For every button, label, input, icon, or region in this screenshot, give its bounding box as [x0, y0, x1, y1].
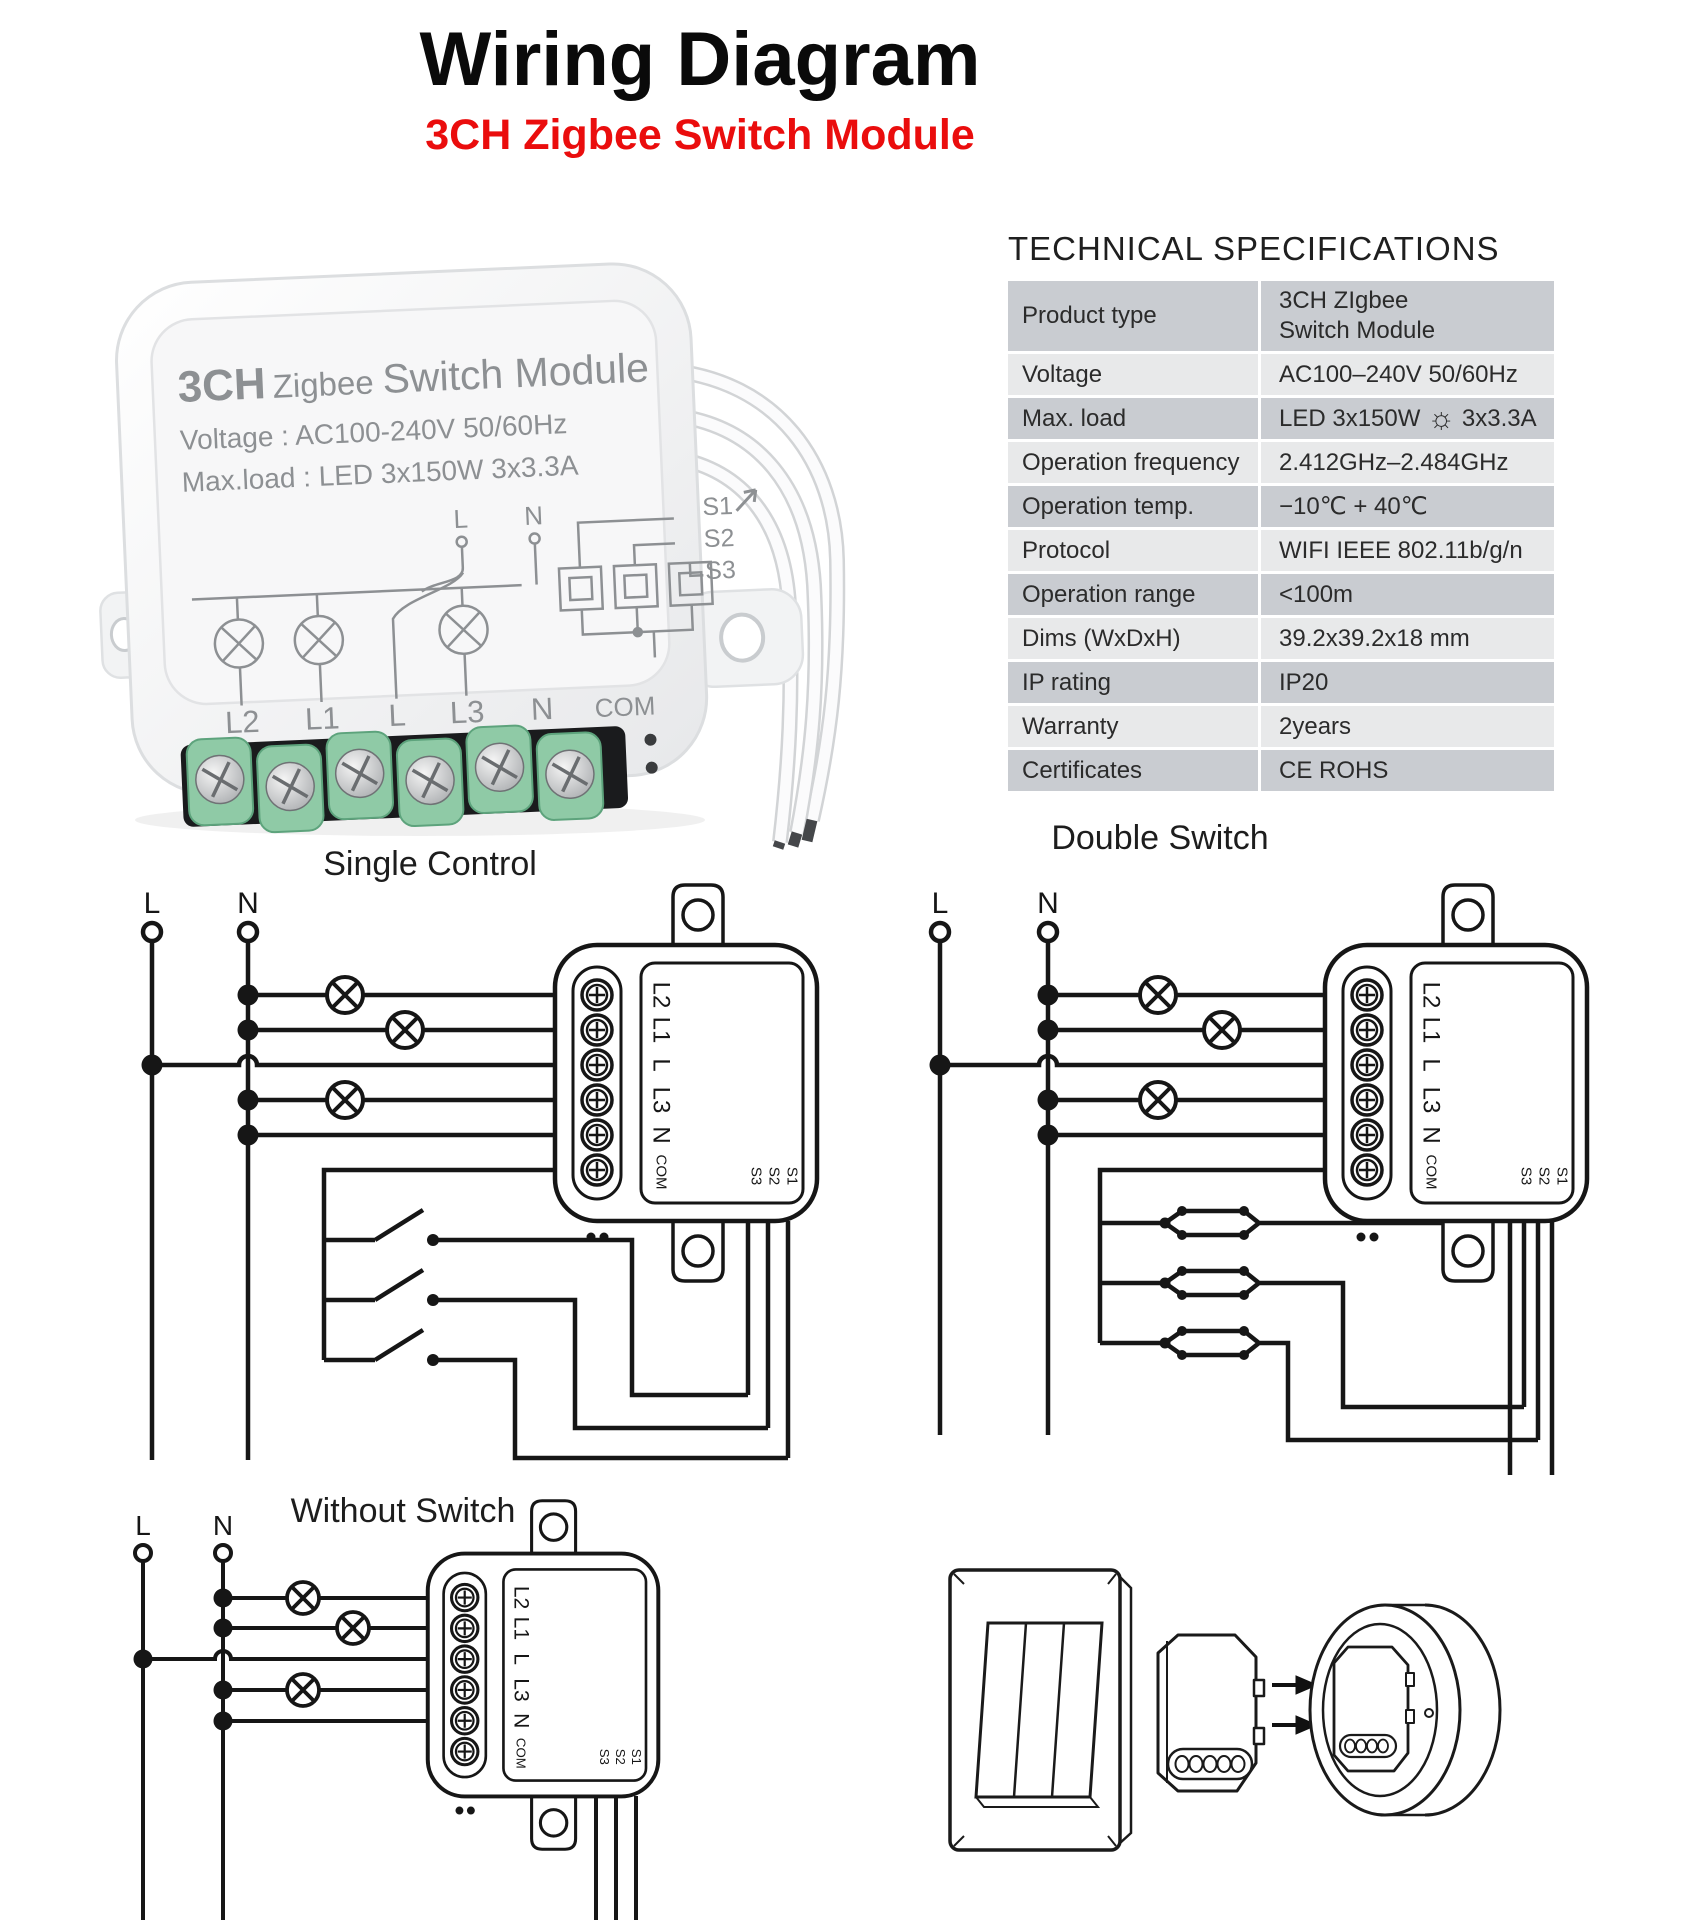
spec-value: <100m — [1279, 580, 1354, 608]
spec-row: Operation range <100m — [1008, 574, 1554, 618]
double-switch-diagram: L N — [928, 883, 1620, 1475]
mounting-hole — [719, 612, 766, 663]
spec-row: Protocol WIFI IEEE 802.11b/g/n — [1008, 530, 1554, 574]
spec-row: Dims (WxDxH) 39.2x39.2x18 mm — [1008, 618, 1554, 662]
face-print-schematic — [191, 488, 758, 706]
spec-label: Warranty — [1008, 706, 1261, 747]
spec-label: Operation temp. — [1008, 486, 1261, 527]
spec-label: Protocol — [1008, 530, 1261, 571]
header: Wiring Diagram 3CH Zigbee Switch Module — [0, 16, 1400, 160]
spec-label: Operation frequency — [1008, 442, 1261, 483]
svg-text:S3: S3 — [705, 556, 737, 585]
spec-value: 2.412GHz–2.484GHz — [1279, 448, 1509, 476]
spec-value: 3CH ZIgbee Switch Module — [1279, 287, 1436, 344]
spec-value: WIFI IEEE 802.11b/g/n — [1279, 536, 1523, 564]
svg-text:N: N — [237, 887, 259, 920]
junction-dots — [141, 984, 439, 1366]
svg-text:N: N — [524, 500, 544, 531]
module-3d-drawing — [1156, 1633, 1266, 1793]
spec-label: Certificates — [1008, 750, 1261, 791]
page-subtitle: 3CH Zigbee Switch Module — [425, 111, 975, 159]
lamp-icons — [325, 975, 425, 1120]
without-switch-diagram: L N — [133, 1498, 661, 1920]
spec-label: Voltage — [1008, 354, 1261, 395]
spec-row: Product type 3CH ZIgbee Switch Module — [1008, 281, 1554, 354]
spec-label: Max. load — [1008, 398, 1261, 439]
spec-row: Warranty 2years — [1008, 706, 1554, 750]
spec-label: Operation range — [1008, 574, 1261, 615]
single-control-diagram: L N — [140, 883, 830, 1461]
junction-dots — [133, 1588, 233, 1731]
svg-text:S1: S1 — [702, 492, 734, 521]
without-switch-title: Without Switch — [290, 1492, 516, 1530]
svg-text:N: N — [1037, 887, 1059, 920]
svg-text:L3: L3 — [449, 694, 485, 730]
specs-heading: TECHNICAL SPECIFICATIONS — [1008, 230, 1500, 267]
spec-value: 39.2x39.2x18 mm — [1279, 624, 1470, 652]
mounting-box-drawing — [1308, 1603, 1502, 1817]
svg-text:N: N — [530, 691, 554, 727]
installation-illustration — [948, 1568, 1502, 1852]
svg-text:N: N — [213, 1510, 233, 1541]
spec-row: Voltage AC100–240V 50/60Hz — [1008, 354, 1554, 398]
spec-row: IP rating IP20 — [1008, 662, 1554, 706]
svg-text:S2: S2 — [703, 524, 735, 553]
spec-label: Dims (WxDxH) — [1008, 618, 1261, 659]
spec-value: −10℃ + 40℃ — [1279, 492, 1428, 520]
spec-row: Operation temp. −10℃ + 40℃ — [1008, 486, 1554, 530]
spec-label: Product type — [1008, 281, 1261, 351]
line-labels: L N — [144, 887, 259, 920]
lamp-icons — [285, 1580, 371, 1708]
svg-text:L: L — [135, 1510, 151, 1541]
wall-switch-drawing — [948, 1568, 1133, 1852]
spec-value: 2years — [1279, 712, 1352, 740]
spec-value: CE ROHS — [1279, 756, 1389, 784]
svg-text:L: L — [388, 697, 407, 733]
spec-row: Operation frequency 2.412GHz–2.484GHz — [1008, 442, 1554, 486]
svg-text:L: L — [932, 887, 949, 920]
face-print-labels: L N S1 S2 S3 L2 L1 L L3 N COM — [224, 492, 737, 740]
lamp-icons — [1138, 975, 1242, 1120]
svg-text:L2: L2 — [224, 704, 260, 740]
wiring-lines — [928, 920, 1555, 1475]
spec-row: Max. load LED 3x150W☼3x3.3A — [1008, 398, 1554, 442]
junction-dots — [929, 984, 1249, 1360]
terminal-strip — [180, 724, 658, 834]
module-face — [150, 299, 671, 706]
double-switch-title: Double Switch — [1051, 819, 1269, 857]
line-labels: L N — [932, 887, 1059, 920]
svg-text:L: L — [453, 503, 469, 534]
terminal-screws — [195, 742, 595, 812]
brightness-icon: ☼ — [1427, 401, 1455, 435]
arrow-right-icon — [1272, 1675, 1319, 1735]
module-in-box-drawing — [1332, 1645, 1415, 1773]
spec-label: IP rating — [1008, 662, 1261, 703]
svg-text:L: L — [144, 887, 161, 920]
svg-text:L1: L1 — [304, 700, 340, 736]
spec-value: AC100–240V 50/60Hz — [1279, 360, 1518, 388]
spec-value: LED 3x150W☼3x3.3A — [1279, 401, 1537, 435]
single-control-title: Single Control — [323, 845, 537, 883]
line-labels: L N — [135, 1510, 233, 1541]
svg-text:COM: COM — [594, 690, 656, 723]
spec-value: IP20 — [1279, 668, 1329, 696]
spec-row: Certificates CE ROHS — [1008, 750, 1554, 794]
page-title: Wiring Diagram — [419, 17, 981, 102]
